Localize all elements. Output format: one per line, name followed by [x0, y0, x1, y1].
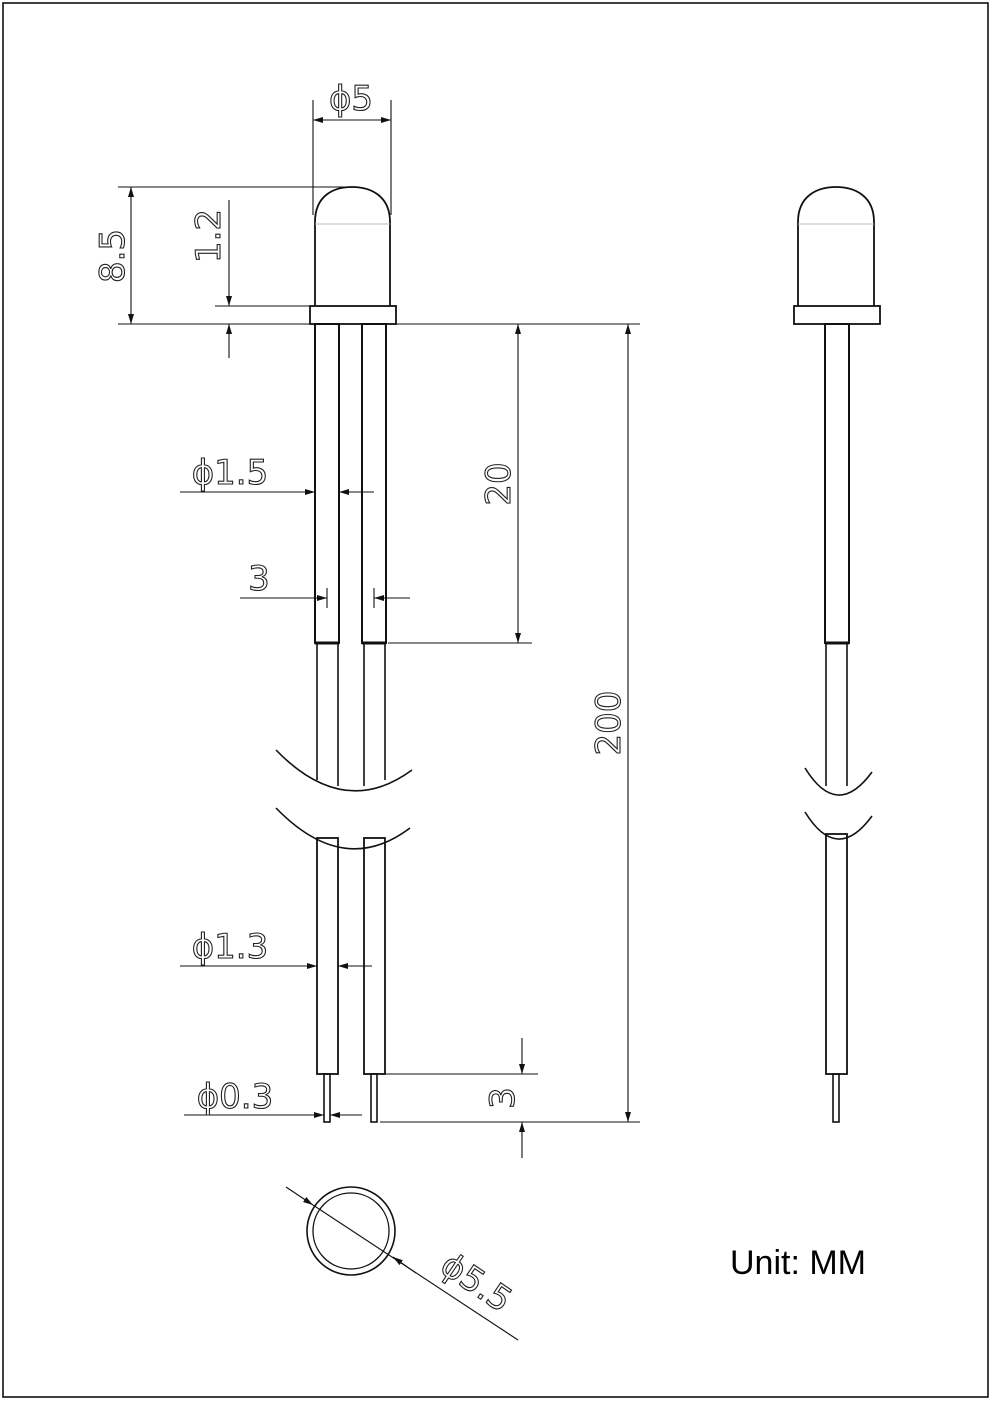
break-mark-lower [275, 807, 411, 850]
dim-insulated-wire-diameter: ϕ1.3 [192, 927, 269, 967]
dim-total-length: 200 [589, 691, 629, 756]
dim-flange-height: 1.2 [189, 209, 229, 263]
dim-wire-outer-diameter: ϕ1.5 [192, 453, 269, 493]
dim-tip-length: 3 [483, 1087, 523, 1109]
dim-wire-spacing: 3 [248, 559, 270, 599]
side-conductor-tip [832, 1073, 840, 1123]
dim-stripped-length: 20 [479, 462, 519, 505]
side-view [793, 186, 881, 1123]
front-view [275, 186, 413, 1123]
dim-conductor-diameter: ϕ0.3 [197, 1077, 274, 1117]
led-flange [309, 305, 397, 325]
side-flange [793, 305, 881, 325]
side-break-mark-lower [804, 811, 873, 840]
dim-flange-diameter: ϕ5.5 [433, 1245, 519, 1321]
right-wire-lower [363, 837, 386, 1075]
left-wire-lower [316, 837, 339, 1075]
left-conductor-tip [323, 1073, 331, 1123]
bottom-view [306, 1186, 396, 1276]
dim-lens-diameter: ϕ5 [329, 79, 373, 119]
side-wire-lower [825, 833, 848, 1075]
dimension-lines [118, 100, 640, 1341]
side-break-mark-upper [804, 767, 873, 796]
break-mark-upper [275, 749, 413, 792]
right-conductor-tip [370, 1073, 378, 1123]
lens-outline [312, 1192, 390, 1270]
unit-label: Unit: MM [730, 1244, 866, 1282]
side-lens [797, 186, 875, 306]
flange-outline [306, 1186, 396, 1276]
led-lens [314, 186, 391, 306]
side-lead-upper [824, 323, 850, 644]
dim-total-height: 8.5 [93, 229, 133, 283]
